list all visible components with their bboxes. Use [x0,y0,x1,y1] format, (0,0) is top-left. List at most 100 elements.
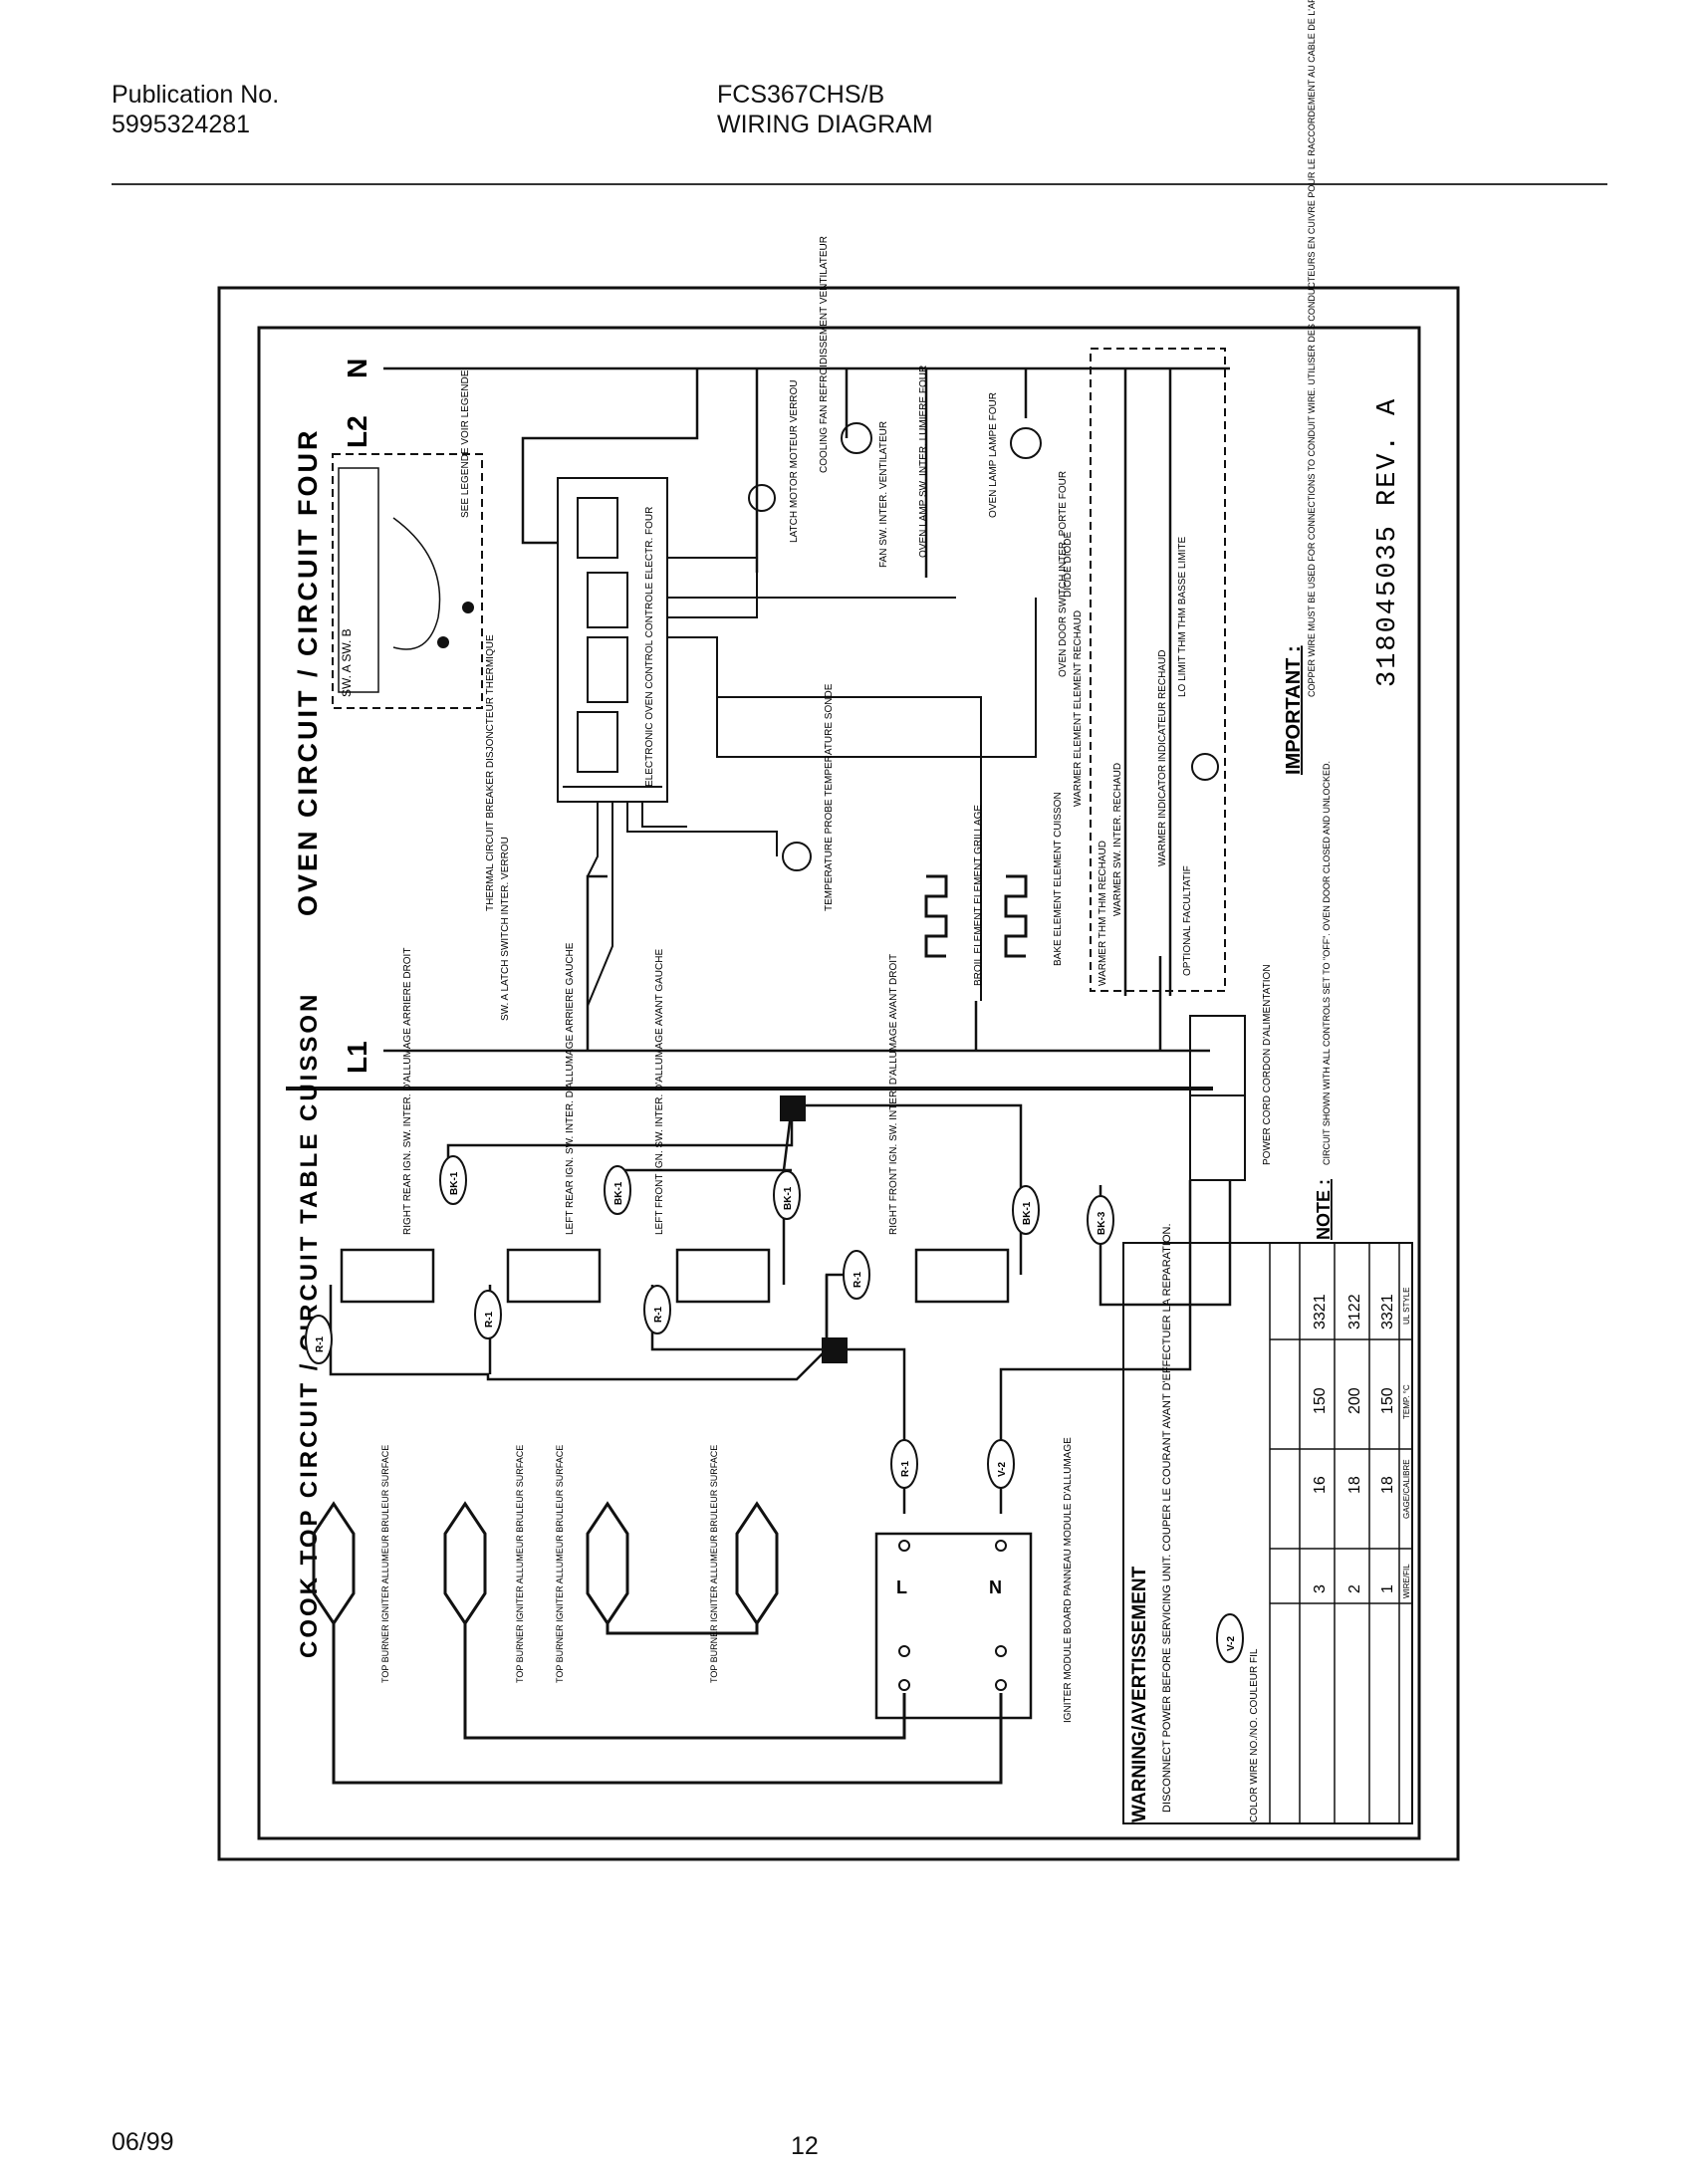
note-text: CIRCUIT SHOWN WITH ALL CONTROLS SET TO "… [1322,761,1332,1165]
wire-oval-bk1-a: BK-1 [449,1171,460,1195]
oven-lamp-symbol [1010,427,1042,459]
wire-oval-r1-c: R-1 [653,1306,664,1323]
title-block: FCS367CHS/B WIRING DIAGRAM [717,80,933,139]
publication-number: 5995324281 [112,111,251,138]
publication-block: Publication No. 5995324281 [112,80,279,139]
igniter-board [874,1532,1033,1720]
row3-gage: 18 [1379,1476,1396,1494]
oven-control-label: ELECTRONIC OVEN CONTROL CONTROLE ELECTR.… [644,507,655,787]
left-rear-switch-label: LEFT REAR IGN. SW. INTER. D'ALLUMAGE ARR… [565,942,576,1235]
important-text: COPPER WIRE MUST BE USED FOR CONNECTIONS… [1307,0,1317,697]
note-title: NOTE : [1314,1179,1334,1240]
row2-gage: 18 [1346,1476,1363,1494]
cooktop-wiring [329,1103,1232,1514]
oven-circuit-title: OVEN CIRCUIT / CIRCUIT FOUR [293,428,323,917]
l1-label: L1 [342,1041,372,1074]
footer-page-number: 12 [791,2132,819,2160]
right-front-switch-label: RIGHT FRONT IGN. SW. INTER. D'ALLUMAGE A… [888,954,899,1235]
l2-label: L2 [342,415,372,448]
row2-style: 3122 [1346,1294,1363,1330]
igniter-label-4: TOP BURNER IGNITER ALLUMEUR BRULEUR SURF… [709,1445,719,1683]
color-code-label: COLOR WIRE NO./NO. COULEUR FIL [1249,1648,1260,1822]
oven-lamp-label: OVEN LAMP LAMPE FOUR [988,392,999,518]
optional-label: OPTIONAL FACULTATIF [1182,865,1193,976]
latch-legend-box [332,453,483,709]
row3-style: 3321 [1379,1294,1396,1330]
latch-switch-label: SW. A LATCH SWITCH INTER. VERROU [500,837,511,1021]
thermal-breaker-label: THERMAL CIRCUIT BREAKER DISJONCTEUR THER… [485,634,496,911]
left-front-switch-label: LEFT FRONT IGN. SW. INTER. D'ALLUMAGE AV… [654,949,665,1235]
power-cord-label: POWER CORD CORDON D'ALIMENTATION [1262,964,1273,1165]
board-l-label: L [896,1577,907,1597]
latch-motor-symbol [748,484,776,512]
board-n-label: N [989,1577,1002,1597]
inner-frame [257,326,1421,1840]
neutral-label: N [342,359,372,378]
important-title: IMPORTANT : [1283,645,1305,775]
footer-date: 06/99 [112,2128,174,2156]
publication-label: Publication No. [112,81,280,109]
bake-element-label: BAKE ELEMENT ELEMENT CUISSON [1053,792,1064,966]
power-cord-box [1189,1015,1246,1181]
warmer-indicator-label: WARMER INDICATOR INDICATEUR RECHAUD [1157,650,1168,866]
table-footer-temp: TEMP. °C [1402,1384,1411,1419]
row3-wire: 1 [1379,1584,1396,1593]
warning-text: DISCONNECT POWER BEFORE SERVICING UNIT. … [1161,1223,1173,1813]
latch-legend-label: SW. A SW. B [340,628,354,697]
cooling-fan-symbol [841,422,872,454]
header-rule [112,183,1607,185]
temp-probe-symbol [782,842,812,871]
row1-wire: 3 [1312,1584,1329,1593]
top-igniters [312,1501,1003,1785]
part-number: 318045035 REV. A [1373,397,1403,687]
igniter-board-label: IGNITER MODULE BOARD PANNEAU MODULE D'AL… [1063,1437,1074,1723]
wire-oval-r1-b: R-1 [484,1311,495,1328]
broil-element-label: BROIL ELEMENT ELEMENT GRILLAGE [973,805,984,986]
wire-oval-bk1-c: BK-1 [783,1186,794,1210]
row1-style: 3321 [1312,1294,1329,1330]
main-bus [383,366,1230,1053]
warmer-thm-label: WARMER THM THM RECHAUD [1098,841,1108,986]
table-footer-style: UL STYLE [1402,1288,1411,1326]
wire-oval-r1-e: R-1 [900,1460,911,1477]
igniter-label-2: TOP BURNER IGNITER ALLUMEUR BRULEUR SURF… [515,1445,525,1683]
right-rear-switch-label: RIGHT REAR IGN. SW. INTER. D'ALLUMAGE AR… [402,948,413,1235]
model-number: FCS367CHS/B [717,81,885,109]
row1-temp: 150 [1312,1387,1329,1414]
igniter-label-1: TOP BURNER IGNITER ALLUMEUR BRULEUR SURF… [380,1445,390,1683]
diode-label: DIODE DIODE [1063,532,1074,598]
wire-oval-v2: V-2 [997,1462,1008,1477]
outer-frame [217,286,1460,1861]
diagram-title: WIRING DIAGRAM [717,111,933,138]
warmer-circuit-box [1090,348,1226,992]
wire-oval-v2-legend: V-2 [1226,1636,1237,1651]
temp-probe-label: TEMPERATURE PROBE TEMPERATURE SONDE [824,683,835,911]
warmer-switch-label: WARMER SW. INTER. RECHAUD [1112,763,1123,916]
row2-temp: 200 [1346,1387,1363,1414]
wire-oval-r1-a: R-1 [315,1335,326,1352]
splice-top [780,1095,806,1121]
lo-limit-label: LO LIMIT THM THM BASSE LIMITE [1177,537,1188,697]
wire-oval-bk3: BK-3 [1097,1211,1107,1235]
row3-temp: 150 [1379,1387,1396,1414]
warning-title: WARNING/AVERTISSEMENT [1129,1566,1150,1822]
row2-wire: 2 [1346,1584,1363,1593]
warmer-indicator-symbol [1191,753,1219,781]
fan-switch-label: FAN SW. INTER. VENTILATEUR [878,421,889,568]
door-switch-label: OVEN DOOR SWITCH INTER. PORTE FOUR [1058,471,1069,677]
wire-oval-r1-d: R-1 [853,1271,863,1288]
bake-element-symbol [1004,874,1028,958]
wire-oval-bk1-b: BK-1 [613,1181,624,1205]
table-footer-wire: WIRE/FIL [1402,1564,1411,1598]
wire-table-frame [1122,1242,1413,1824]
ignition-switches [340,1248,1010,1304]
warmer-element-label: WARMER ELEMENT ELEMENT RECHAUD [1073,610,1084,807]
wire-oval-bk1-d: BK-1 [1022,1201,1033,1225]
oven-lamp-switch-label: OVEN LAMP SW. INTER. LUMIERE FOUR [918,365,929,558]
latch-motor-label: LATCH MOTOR MOTEUR VERROU [789,379,800,543]
row1-gage: 16 [1312,1476,1329,1494]
splice-bottom [822,1337,848,1363]
cooling-fan-label: COOLING FAN REFROIDISSEMENT VENTILATEUR [819,236,830,473]
see-legend-label: SEE LEGENDE VOIR LEGENDE [460,369,471,518]
